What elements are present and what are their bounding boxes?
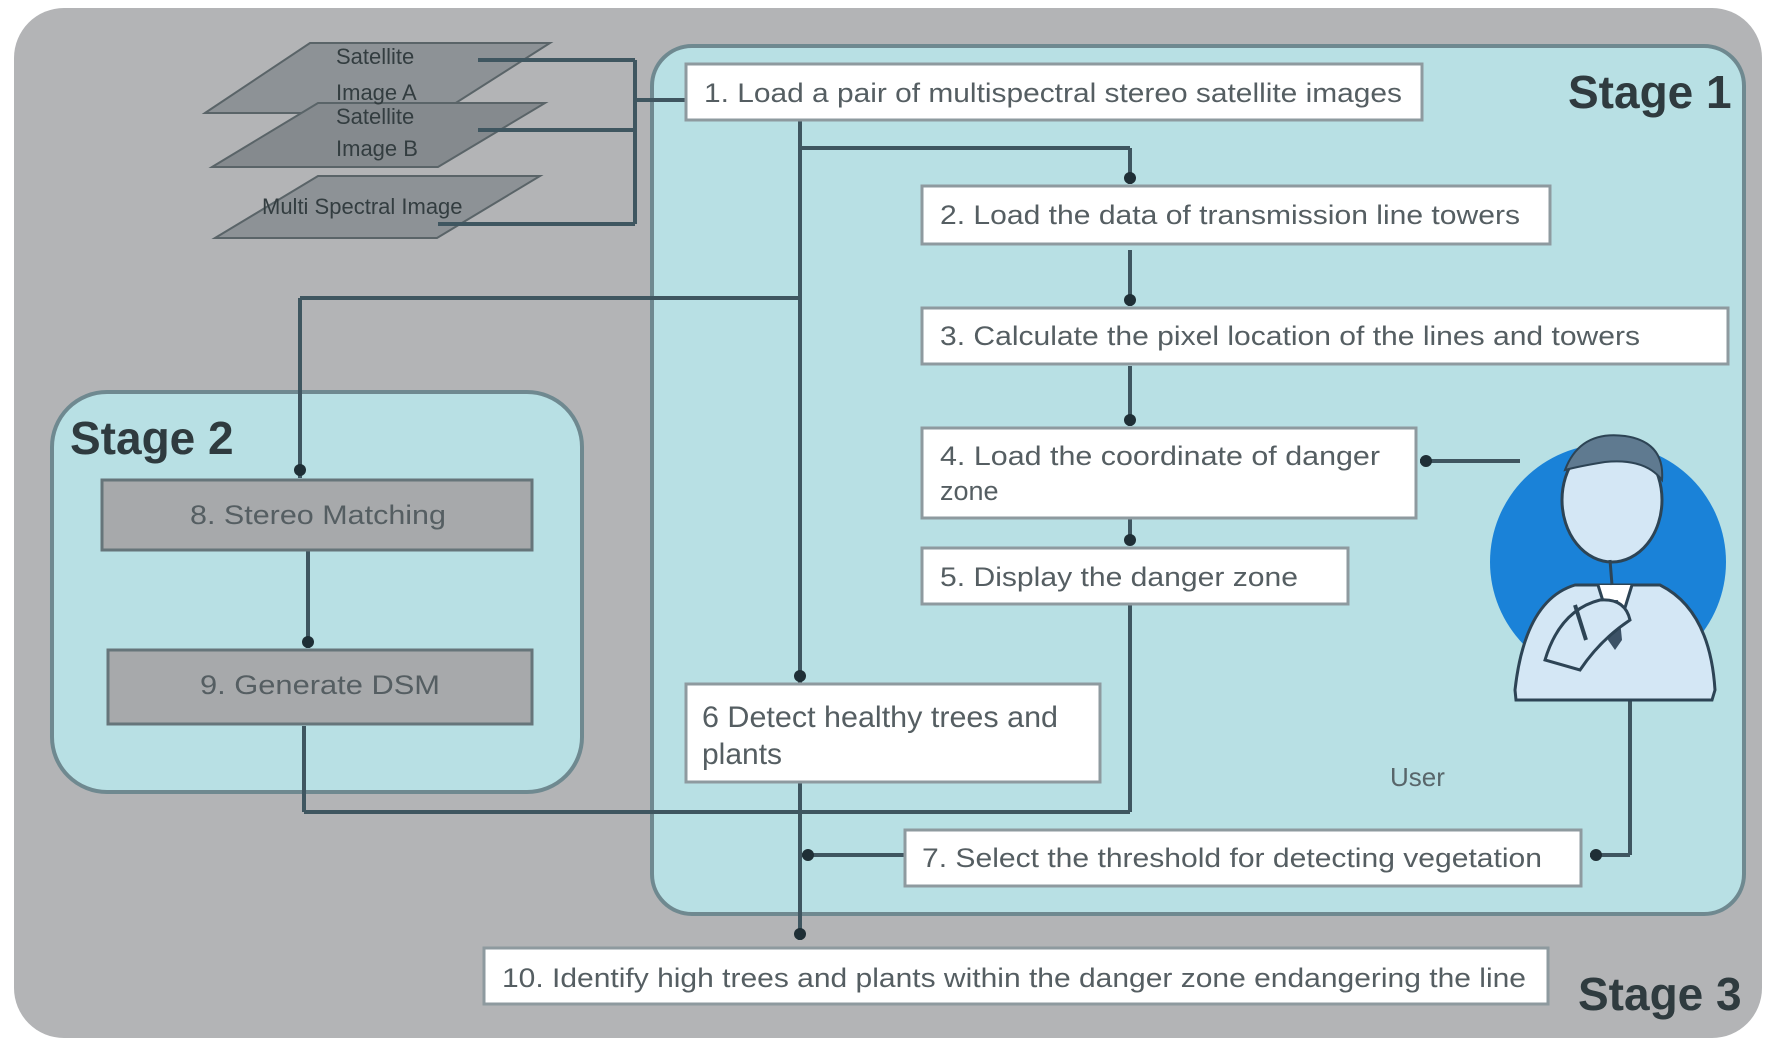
layer1-label-line2: Image A xyxy=(336,80,417,105)
layer1-label-line1: Satellite xyxy=(336,44,414,69)
connectors xyxy=(294,58,1632,940)
step8-label: 8. Stereo Matching xyxy=(190,500,446,530)
layer2-label-line2: Image B xyxy=(336,136,418,161)
step1-label: 1. Load a pair of multispectral stereo s… xyxy=(704,78,1402,108)
step5-box xyxy=(920,546,1350,606)
step10-box xyxy=(482,946,1550,1006)
user-icon xyxy=(1490,434,1726,702)
user-label: User xyxy=(1390,762,1445,792)
stage3-title: Stage 3 xyxy=(1578,968,1742,1020)
step4-box xyxy=(920,426,1418,520)
stage2-title: Stage 2 xyxy=(70,412,234,464)
step10-label: 10. Identify high trees and plants withi… xyxy=(502,963,1526,993)
step8-box xyxy=(100,478,534,552)
step6-box xyxy=(684,682,1102,784)
step6-label-line1: 6 Detect healthy trees and xyxy=(702,701,1058,734)
step1-box xyxy=(684,62,1424,122)
step2-label: 2. Load the data of transmission line to… xyxy=(940,200,1520,230)
step2-box xyxy=(920,184,1552,246)
step9-box xyxy=(106,648,534,726)
step7-label: 7. Select the threshold for detecting ve… xyxy=(922,843,1542,873)
step6-label-line2: plants xyxy=(702,738,782,771)
step4-label-line1: 4. Load the coordinate of danger xyxy=(940,441,1380,471)
step5-label: 5. Display the danger zone xyxy=(940,562,1298,592)
step9-label: 9. Generate DSM xyxy=(200,670,440,700)
step7-box xyxy=(903,828,1583,888)
layer3-label: Multi Spectral Image xyxy=(262,194,463,219)
step4-label-line2: zone xyxy=(940,476,999,506)
layer2-label-line1: Satellite xyxy=(336,104,414,129)
stage1-title: Stage 1 xyxy=(1568,66,1732,118)
input-layers-icon: Satellite Image A Satellite Image B Mult… xyxy=(201,42,554,239)
step3-label: 3. Calculate the pixel location of the l… xyxy=(940,321,1640,351)
step3-box xyxy=(920,306,1730,366)
